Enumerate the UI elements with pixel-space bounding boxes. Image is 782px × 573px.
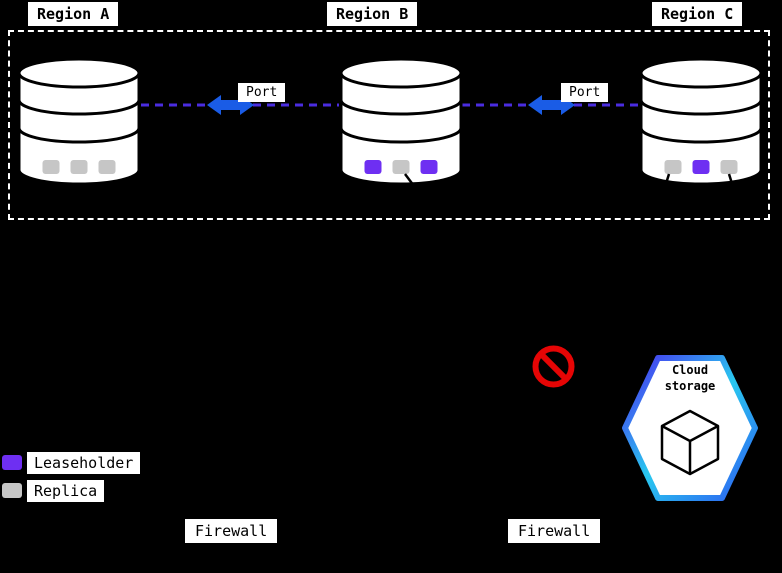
db-cylinder-top — [639, 57, 763, 89]
replica-node-square — [720, 160, 738, 174]
cube-icon — [660, 409, 720, 476]
db-disk-separator — [17, 99, 141, 116]
replica-node-square — [664, 160, 682, 174]
db-cylinder-top — [339, 57, 463, 89]
leaseholder-node-square — [364, 160, 382, 174]
connection-b-c — [462, 95, 640, 115]
database-region-c — [639, 57, 763, 191]
no-access-slash — [538, 351, 569, 382]
port-label-a-b: Port — [238, 83, 286, 102]
node-callout-line — [662, 173, 671, 191]
port-label-b-c: Port — [561, 83, 609, 102]
db-disk-separator — [639, 99, 763, 116]
cluster-boundary-box — [8, 30, 770, 220]
legend-leaseholder-swatch — [2, 455, 22, 470]
legend-leaseholder-label: Leaseholder — [27, 452, 141, 474]
no-access-icon — [532, 345, 575, 388]
database-region-a — [17, 57, 141, 186]
region-b-label: Region B — [327, 2, 418, 26]
db-disk-separator — [17, 127, 141, 144]
node-callout-line — [404, 173, 418, 191]
legend-replica-swatch — [2, 483, 22, 498]
cloud-storage-label-line1: Cloud — [671, 363, 709, 377]
database-region-b — [339, 57, 463, 191]
replica-node-square — [392, 160, 410, 174]
no-access-circle — [532, 345, 575, 388]
hexagon-shape — [622, 355, 758, 501]
region-c-label: Region C — [652, 2, 743, 26]
replica-node-square — [70, 160, 88, 174]
cloud-storage-label-line2: storage — [664, 378, 716, 393]
firewall-label-1: Firewall — [185, 519, 278, 543]
db-cylinder-body — [17, 73, 141, 186]
replica-node-square — [98, 160, 116, 174]
firewall-label-2: Firewall — [508, 519, 601, 543]
leaseholder-node-square — [420, 160, 438, 174]
db-disk-separator — [339, 127, 463, 144]
db-disk-separator — [639, 127, 763, 144]
legend-replica-label: Replica — [27, 480, 105, 502]
db-cylinder-body — [339, 73, 463, 186]
node-callout-line — [727, 173, 736, 191]
replica-node-square — [42, 160, 60, 174]
db-disk-separator — [339, 99, 463, 116]
cloud-storage-label: Cloud storage — [621, 363, 759, 394]
db-cylinder-top — [17, 57, 141, 89]
region-a-label: Region A — [28, 2, 119, 26]
leaseholder-node-square — [692, 160, 710, 174]
db-cylinder-body — [639, 73, 763, 186]
cloud-storage-icon — [622, 355, 758, 501]
